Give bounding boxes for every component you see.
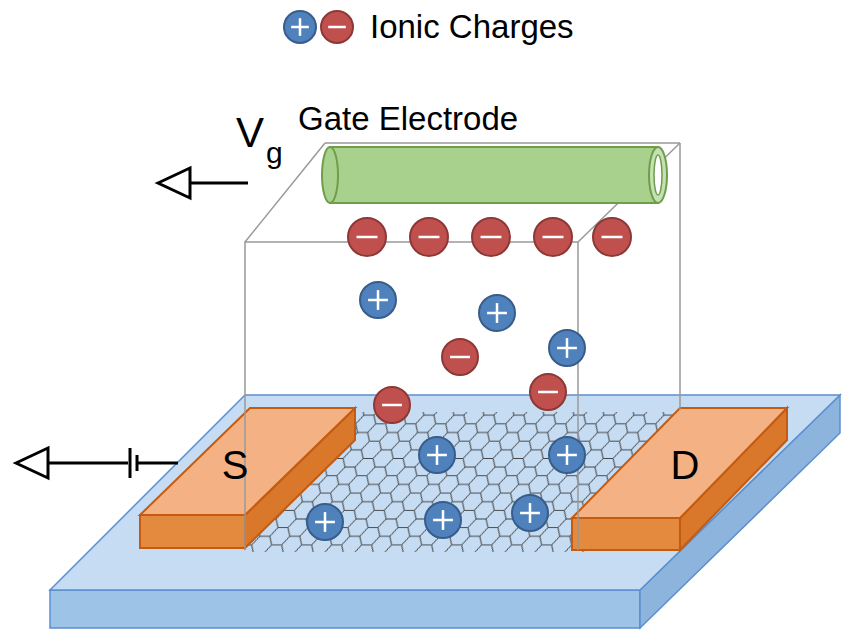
positive-ion (512, 495, 548, 531)
positive-ion (284, 11, 316, 43)
negative-ion (348, 218, 386, 256)
negative-ion (472, 218, 510, 256)
positive-ion (549, 437, 585, 473)
electrode-letter: D (671, 445, 700, 485)
negative-ion (321, 11, 353, 43)
voltage-subscript: g (266, 138, 283, 168)
legend-text: Ionic Charges (370, 10, 574, 43)
negative-ion (410, 218, 448, 256)
substrate (50, 395, 840, 628)
negative-ion (593, 218, 631, 256)
electrolyte-box (245, 143, 680, 550)
voltage-symbol: V (236, 112, 264, 154)
positive-ion (419, 437, 455, 473)
gate-label: Gate Electrode (298, 102, 518, 135)
source-electrode-label: S (195, 440, 275, 490)
negative-ion (530, 374, 566, 410)
electrode-letter: S (222, 445, 249, 485)
drain-electrode-label: D (645, 440, 725, 490)
source-wire (16, 448, 178, 478)
positive-ion (360, 282, 396, 318)
negative-ion (442, 339, 478, 375)
positive-ion (425, 502, 461, 538)
negative-ion (534, 218, 572, 256)
gate-electrode (322, 147, 667, 203)
positive-ion (479, 295, 515, 331)
negative-ion (374, 387, 410, 423)
gate-wire (158, 168, 248, 198)
drain-electrode (572, 408, 787, 550)
positive-ion (549, 330, 585, 366)
source-electrode (140, 408, 355, 548)
positive-ion (307, 504, 343, 540)
